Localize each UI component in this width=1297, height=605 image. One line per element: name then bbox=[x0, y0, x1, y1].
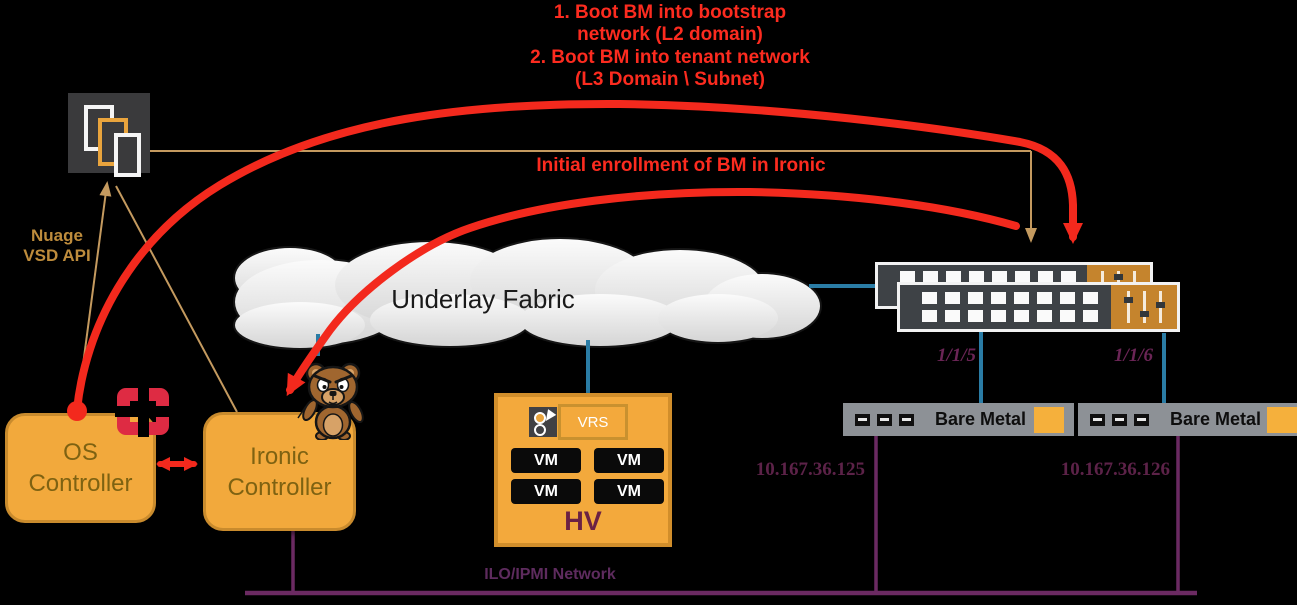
underlay-fabric-cloud bbox=[233, 237, 822, 350]
vm-box: VM bbox=[511, 448, 581, 473]
ironic-controller-box: Ironic Controller bbox=[203, 412, 356, 531]
bare-metal-label: Bare Metal bbox=[1170, 409, 1262, 429]
vrs-chip: VRS bbox=[558, 404, 628, 440]
underlay-fabric-label: Underlay Fabric bbox=[391, 284, 575, 314]
server-port-icon bbox=[855, 413, 870, 426]
bare-metal-server-1: Bare Metal bbox=[843, 403, 1074, 436]
boot-note-2: 2. Boot BM into tenant network (L3 Domai… bbox=[530, 47, 810, 90]
vm-box: VM bbox=[511, 479, 581, 504]
vm-box: VM bbox=[594, 448, 664, 473]
hv-box: VRS VM VM VM VM HV bbox=[494, 393, 672, 547]
boot-flow-arrow bbox=[73, 99, 1083, 414]
tor-switch-front bbox=[897, 282, 1180, 332]
vrs-icon bbox=[529, 407, 557, 437]
hv-label: HV bbox=[564, 506, 602, 536]
ipmi-links bbox=[245, 436, 1197, 596]
ironic-controller-label2: Controller bbox=[227, 473, 332, 501]
bare-metal-ip-1: 10.167.36.125 bbox=[755, 459, 865, 480]
server-port-icon bbox=[1090, 413, 1105, 426]
server-port-icon bbox=[1112, 413, 1127, 426]
switch-port-label-1: 1/1/5 bbox=[936, 345, 976, 366]
enrollment-arrow bbox=[286, 187, 1020, 397]
switch-control-panel bbox=[1111, 285, 1177, 329]
server-port-icon bbox=[899, 413, 914, 426]
boot-flow-origin-dot bbox=[67, 401, 87, 421]
os-controller-label: OS bbox=[63, 439, 98, 466]
server-chip bbox=[1267, 406, 1297, 433]
server-port-icon bbox=[1134, 413, 1149, 426]
vm-box: VM bbox=[594, 479, 664, 504]
server-chip bbox=[1034, 406, 1064, 433]
bare-metal-label: Bare Metal bbox=[935, 409, 1027, 429]
switch-port-label-2: 1/1/6 bbox=[1113, 345, 1153, 366]
os-controller-label2: Controller bbox=[28, 470, 133, 497]
ironic-controller-label: Ironic bbox=[250, 442, 309, 470]
bare-metal-ip-2: 10.167.36.126 bbox=[1060, 459, 1170, 480]
boot-note-1: 1. Boot BM into bootstrap network (L2 do… bbox=[553, 2, 787, 45]
openstack-logo-icon bbox=[115, 386, 171, 437]
server-port-icon bbox=[877, 413, 892, 426]
ironic-bear-icon bbox=[297, 362, 364, 440]
nuage-api-label: Nuage VSD API bbox=[23, 226, 91, 265]
enrollment-note: Initial enrollment of BM in Ironic bbox=[536, 155, 826, 176]
ilo-ipmi-network-label: ILO/IPMI Network bbox=[484, 566, 616, 583]
vsd-card-front bbox=[114, 133, 141, 177]
nuage-vsd-icon bbox=[68, 93, 150, 177]
bare-metal-server-2: Bare Metal bbox=[1078, 403, 1297, 436]
